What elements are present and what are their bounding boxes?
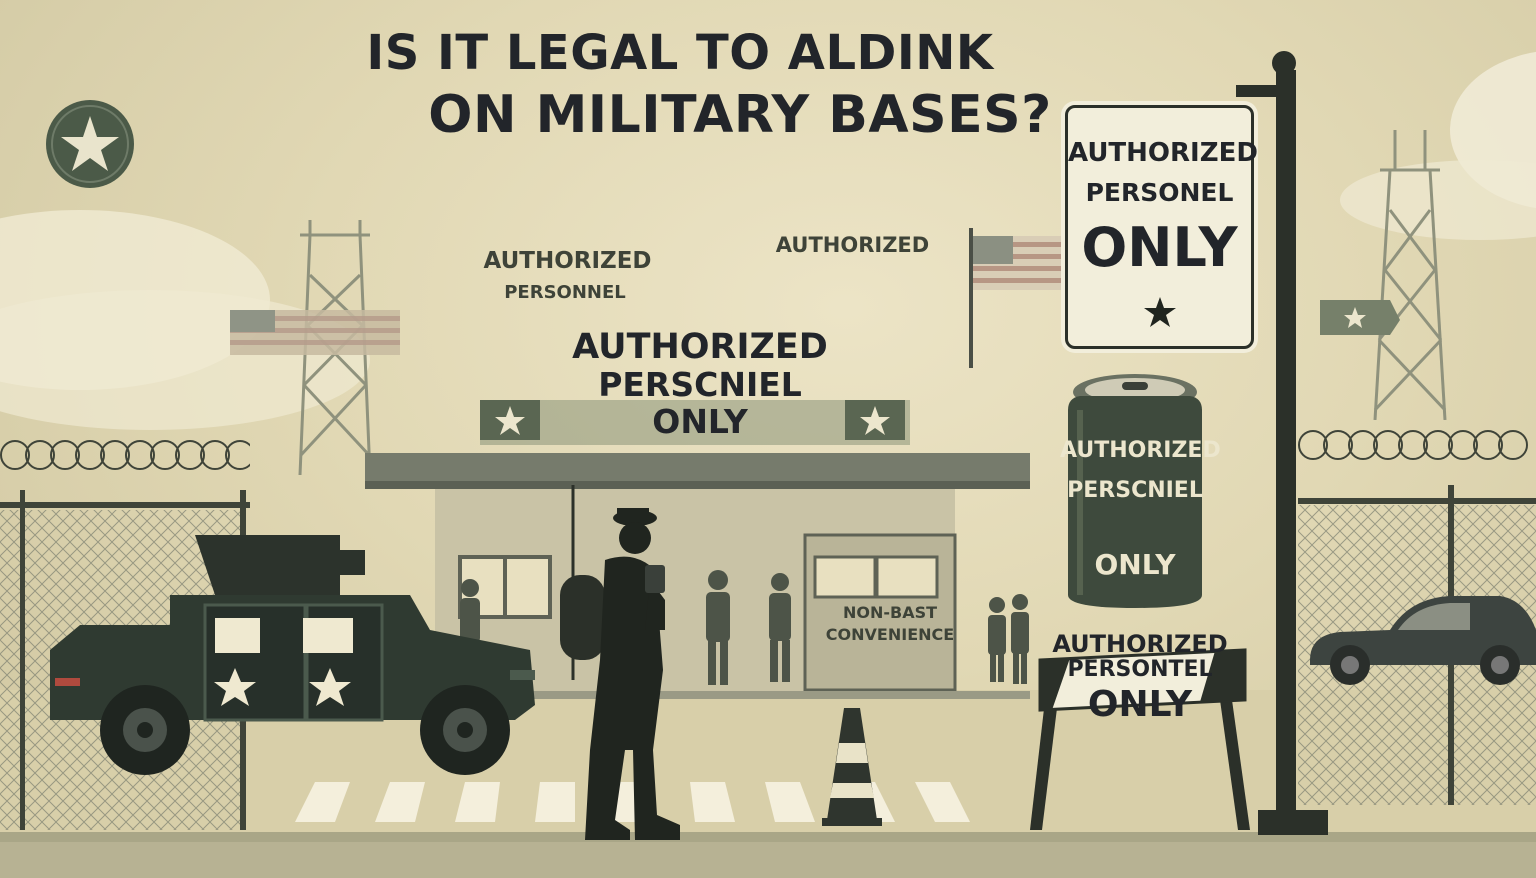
can-label-line1: AUTHORIZED [1060, 438, 1221, 463]
flag-left [230, 310, 400, 355]
star-icon [495, 406, 525, 435]
pole-sign-line3: ONLY [1081, 216, 1238, 279]
left-sign-line2: PERSONNEL [504, 282, 626, 303]
road-strip [0, 840, 1536, 878]
star-icon [860, 406, 890, 435]
building-sign-line2: PERSCNIEL [598, 365, 802, 404]
soldier-silhouette [560, 485, 680, 840]
curb [0, 832, 1536, 842]
sign-pole [1236, 51, 1328, 835]
barrier-sign-line1: AUTHORIZED [1052, 630, 1228, 658]
store-sign-line2: CONVENIENCE [825, 625, 955, 644]
star-icon [1344, 307, 1366, 328]
watchtower-right [1373, 130, 1447, 420]
parked-car [1310, 596, 1536, 685]
traffic-cone [822, 708, 882, 826]
flag-center [969, 228, 1065, 368]
building-sign-line3: ONLY [652, 402, 748, 441]
canopy [365, 453, 1030, 483]
can-label-line3: ONLY [1094, 548, 1176, 581]
headline-line1: IS IT LEGAL TO ALDINK [366, 25, 994, 81]
flag-right [1320, 300, 1400, 335]
military-humvee [50, 535, 535, 775]
pole-sign-line2: PERSONEL [1085, 178, 1234, 207]
star-icon [309, 668, 351, 706]
star-icon [214, 668, 256, 706]
headline-line2: ON MILITARY BASES? [428, 85, 1052, 145]
pole-sign-line1: AUTHORIZED [1068, 138, 1258, 168]
star-icon [61, 116, 119, 171]
building-sign-line1: AUTHORIZED [572, 327, 828, 367]
roof-sign-panel [480, 400, 910, 445]
star-emblem [46, 100, 134, 188]
left-sign-line1: AUTHORIZED [483, 248, 652, 274]
barrier-sign-line2: PERSONTEL [1067, 657, 1213, 682]
can-label-line2: PERSCNIEL [1067, 478, 1203, 503]
pole-sign: AUTHORIZED PERSONEL ONLY [1065, 105, 1258, 349]
barrier [1030, 648, 1250, 830]
store-sign-line1: NON-BAST [842, 603, 938, 622]
drink-can [1068, 374, 1202, 608]
people-silhouettes [460, 570, 1029, 685]
star-icon [1144, 297, 1176, 327]
barrier-sign-line3: ONLY [1087, 684, 1193, 725]
center-sign: AUTHORIZED [775, 233, 930, 257]
